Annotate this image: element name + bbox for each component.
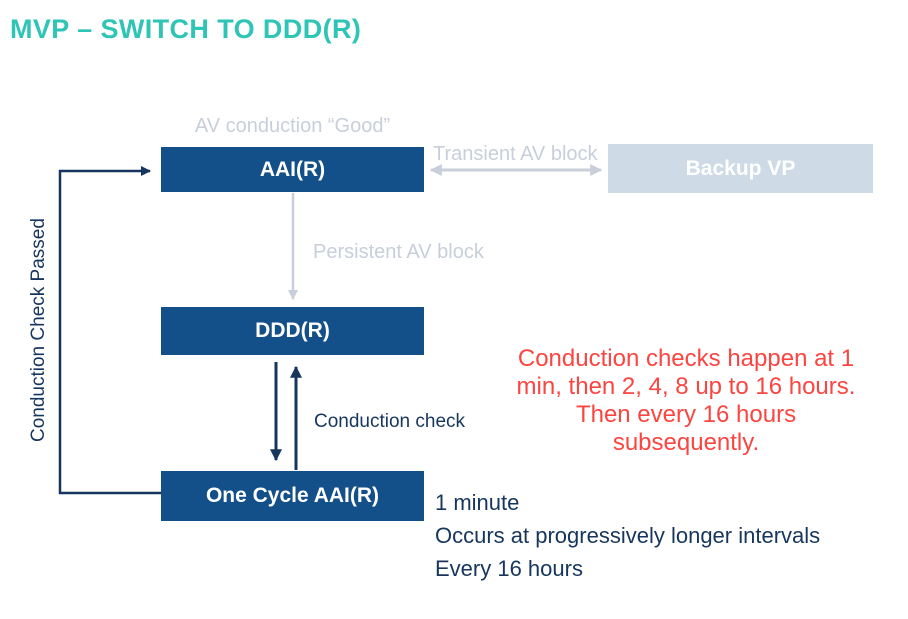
node-aai-label: AAI(R) [259,157,326,181]
conduction-check-passed-arrow [58,166,161,495]
red-annotation: Conduction checks happen at 1 min, then … [500,345,872,457]
timing-note-progressive: Occurs at progressively longer intervals [435,523,821,548]
node-backup-vp-label: Backup VP [685,156,796,180]
label-conduction-check: Conduction check [314,411,466,432]
node-ddd: DDD(R) [161,307,424,355]
node-ddd-label: DDD(R) [255,319,330,342]
timing-note-every-16-hours: Every 16 hours [435,556,583,581]
node-aai: AAI(R) [161,147,424,192]
red-annotation-line: min, then 2, 4, 8 up to 16 hours. [516,373,856,400]
node-backup-vp: Backup VP [608,144,873,193]
red-annotation-line: Conduction checks happen at 1 [517,345,855,372]
timing-note-1-minute: 1 minute [435,490,520,515]
node-one-cycle-aai: One Cycle AAI(R) [161,471,424,521]
label-conduction-check-passed: Conduction Check Passed [28,218,49,442]
timing-notes: 1 minute Occurs at progressively longer … [435,486,820,585]
label-persistent-av-block: Persistent AV block [313,241,484,263]
page-title: MVP – SWITCH TO DDD(R) [10,14,362,44]
label-transient-av-block: Transient AV block [433,143,598,165]
node-one-cycle-aai-label: One Cycle AAI(R) [205,484,380,507]
label-av-conduction-good: AV conduction “Good” [194,115,391,137]
red-annotation-line: Then every 16 hours [575,401,797,428]
red-annotation-line: subsequently. [612,429,760,456]
